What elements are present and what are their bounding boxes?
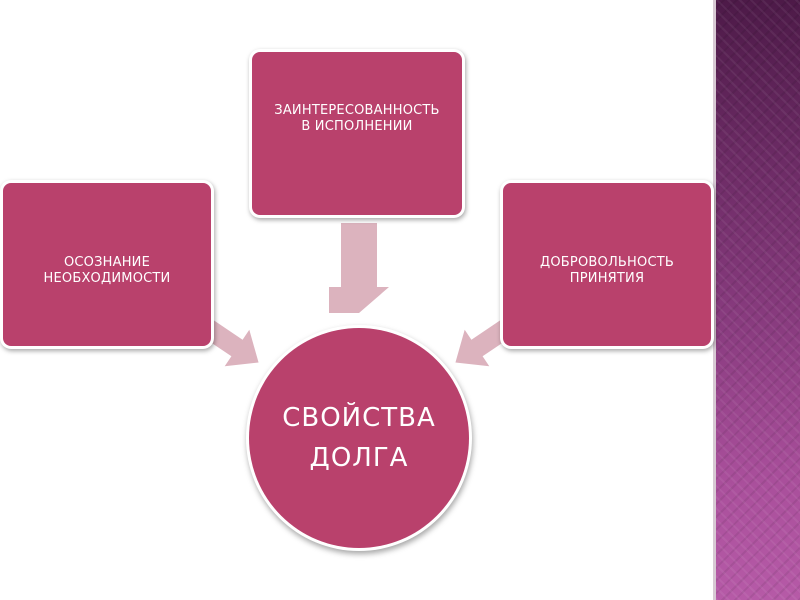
node-label: ОСОЗНАНИЕ НЕОБХОДИМОСТИ (43, 254, 171, 286)
node-awareness-of-necessity: ОСОЗНАНИЕ НЕОБХОДИМОСТИ (3, 183, 211, 346)
node-interest-in-execution: ЗАИНТЕРЕСОВАННОСТЬ В ИСПОЛНЕНИИ (252, 52, 462, 215)
center-label: СВОЙСТВА ДОЛГА (282, 403, 436, 473)
decorative-sidebar (713, 0, 800, 600)
node-voluntary-acceptance: ДОБРОВОЛЬНОСТЬ ПРИНЯТИЯ (503, 183, 711, 346)
sidebar-texture (716, 0, 800, 600)
center-node-duty-properties: СВОЙСТВА ДОЛГА (249, 328, 469, 548)
node-label: ДОБРОВОЛЬНОСТЬ ПРИНЯТИЯ (540, 254, 674, 286)
node-label: ЗАИНТЕРЕСОВАННОСТЬ В ИСПОЛНЕНИИ (274, 102, 440, 134)
arrow-top-to-center (329, 223, 389, 313)
